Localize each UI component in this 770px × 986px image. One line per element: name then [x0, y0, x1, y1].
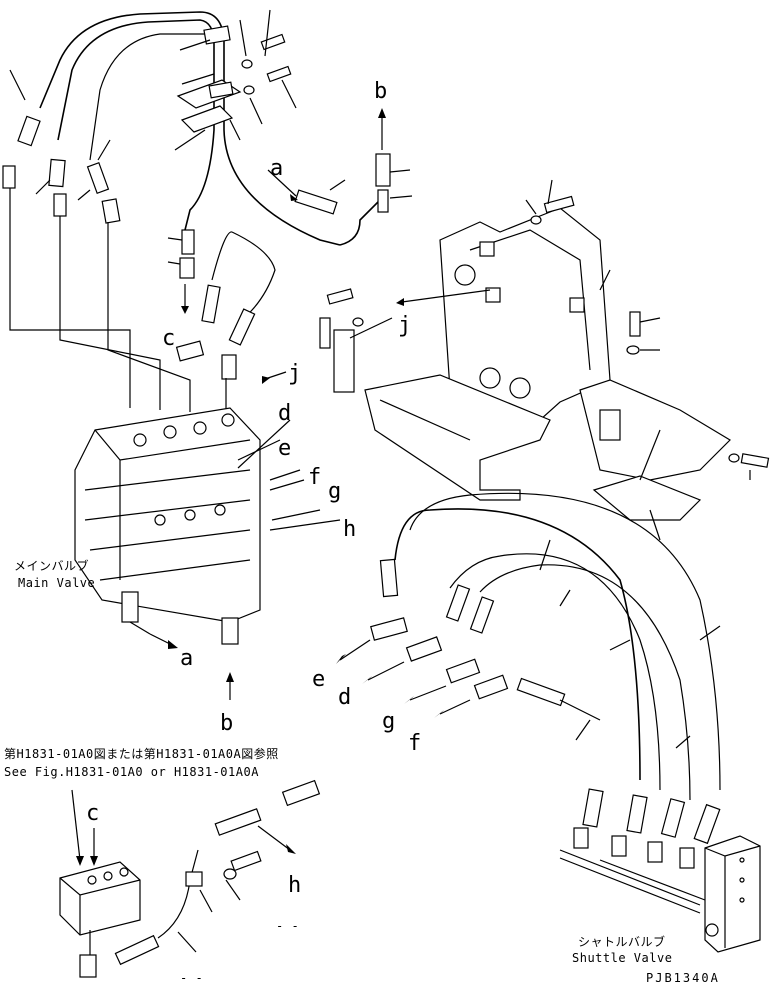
top-hose-assembly [39, 9, 381, 321]
label-c-bottom: c [86, 801, 99, 826]
reference-jp: 第H1831-01A0図または第H1831-01A0A図参照 [4, 746, 279, 761]
drawing-code: PJB1340A [646, 971, 720, 985]
label-e-top: e [278, 436, 291, 461]
label-e-bottom: e [312, 667, 325, 692]
label-f-top: f [308, 465, 321, 490]
shuttle-valve [559, 835, 761, 953]
label-g-bottom: g [382, 709, 395, 734]
captions: メインバルブ Main Valve 第H1831-01A0図または第H1831-… [4, 558, 720, 985]
shuttle-valve-jp: シャトルバルブ [578, 934, 666, 949]
label-f-bottom: f [408, 731, 421, 756]
label-h-bottom: h [288, 873, 301, 898]
part-labels: b a c j j d e f g h a b e d g f c h [86, 79, 421, 898]
dashes-left: - - [180, 971, 203, 985]
dashes-right: - - [276, 919, 299, 933]
label-g-top: g [328, 479, 341, 504]
label-c-top: c [162, 326, 175, 351]
main-valve-en: Main Valve [18, 576, 95, 590]
hose-center [167, 108, 413, 420]
label-b-top: b [374, 79, 387, 104]
label-d-bottom: d [338, 685, 351, 710]
hose-bundle [336, 492, 721, 869]
label-j-right: j [398, 313, 411, 338]
main-valve-jp: メインバルブ [14, 558, 89, 573]
label-d-top: d [278, 401, 291, 426]
label-j-left: j [288, 361, 301, 386]
fittings-left [2, 69, 191, 412]
bracket-assembly [319, 179, 770, 541]
shuttle-valve-en: Shuttle Valve [572, 951, 672, 965]
label-h-top: h [343, 517, 356, 542]
ppc-valve-group [59, 779, 321, 978]
label-a-top: a [270, 156, 283, 181]
label-a-bottom: a [180, 646, 193, 671]
label-b-bottom: b [220, 711, 233, 736]
main-valve [74, 371, 341, 700]
reference-en: See Fig.H1831-01A0 or H1831-01A0A [4, 765, 259, 779]
